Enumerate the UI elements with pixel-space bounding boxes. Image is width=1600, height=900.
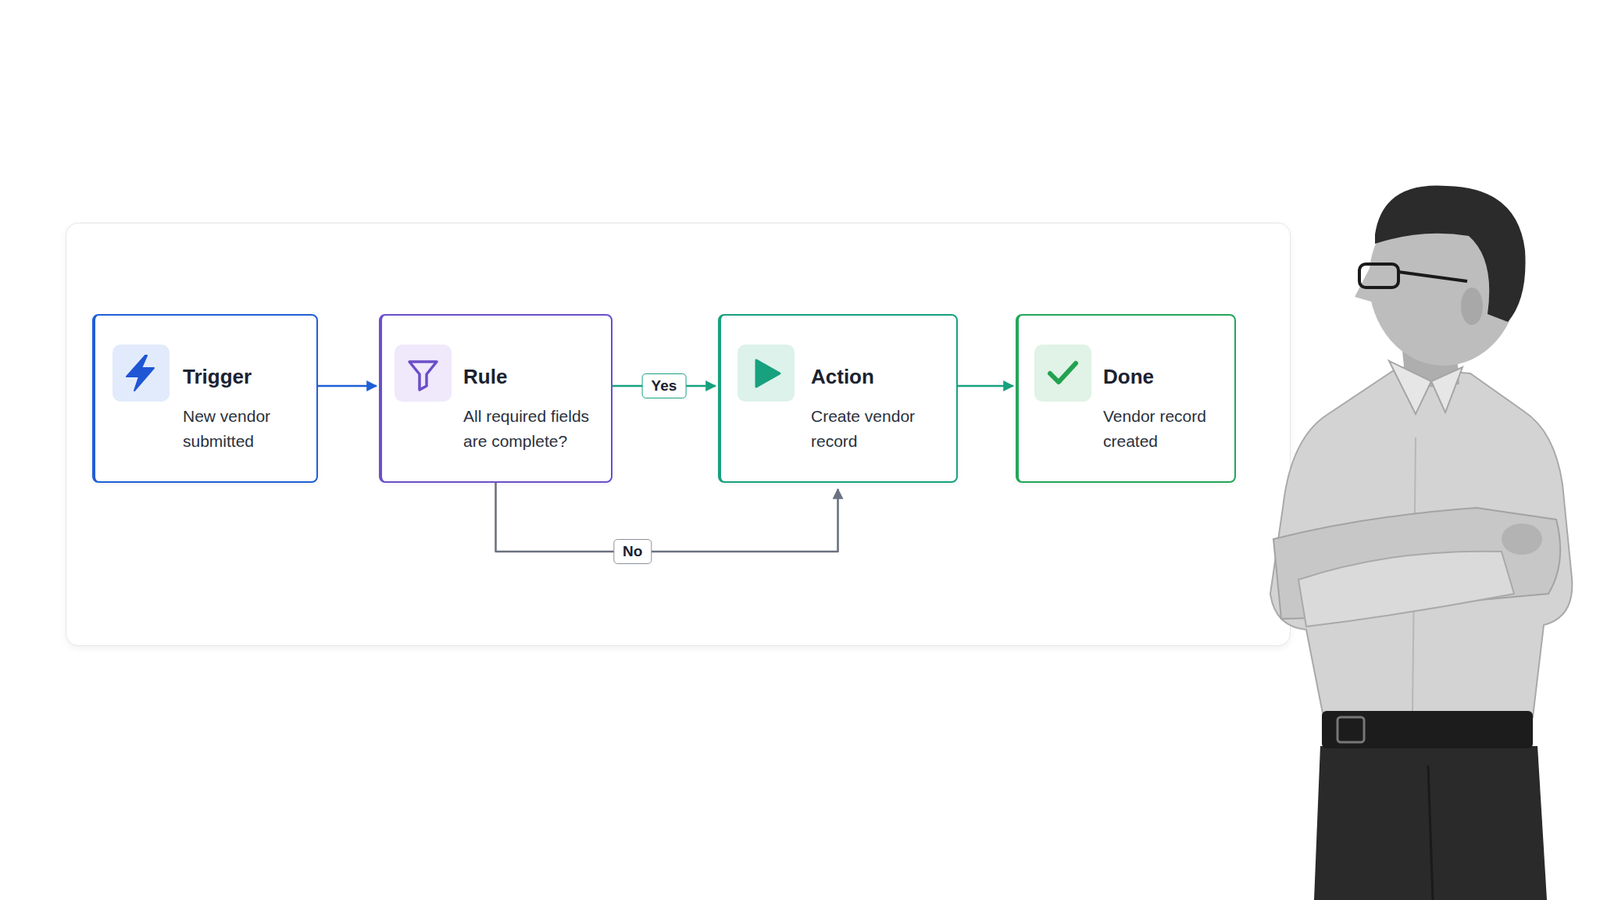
node-heading: Rule [463,364,611,390]
hand [1501,523,1543,555]
node-heading: Done [1103,364,1235,390]
action-box: ActionCreate vendor record [717,314,958,483]
icon-tile [394,344,452,402]
lightning-icon [126,355,154,391]
funnel-icon [409,361,437,390]
play-icon [756,360,780,387]
flow-arrow [496,482,839,552]
trigger-box: TriggerNew vendor submitted [92,314,318,483]
trouser-seam [1428,765,1433,900]
collar [1389,360,1463,415]
node-heading: Trigger [182,364,317,390]
belt-buckle [1337,717,1365,743]
node-description: All required fields are complete? [463,403,612,454]
flow-arrow [317,385,377,388]
shirt-torso [1270,367,1572,718]
node-description: Create vendor record [810,403,936,454]
rule-box: RuleAll required fields are complete? [378,314,613,483]
ear [1460,287,1483,325]
glasses [1359,264,1399,288]
icon-tile [737,344,795,402]
crossed-arm [1298,551,1515,627]
belt [1321,710,1533,749]
edge-label: No [613,539,652,565]
trousers [1314,746,1547,900]
node-description: New vendor submitted [182,403,300,454]
icon-tile [112,344,170,402]
icon-tile [1034,344,1092,402]
hair [1375,185,1526,322]
node-description: Vendor record created [1103,403,1229,454]
edge-label: Yes [642,373,687,399]
node-heading: Action [810,364,957,390]
flow-arrow [957,385,1014,388]
glasses-temple [1398,271,1468,282]
check-icon [1050,363,1076,383]
done-box: DoneVendor record created [1015,314,1236,483]
